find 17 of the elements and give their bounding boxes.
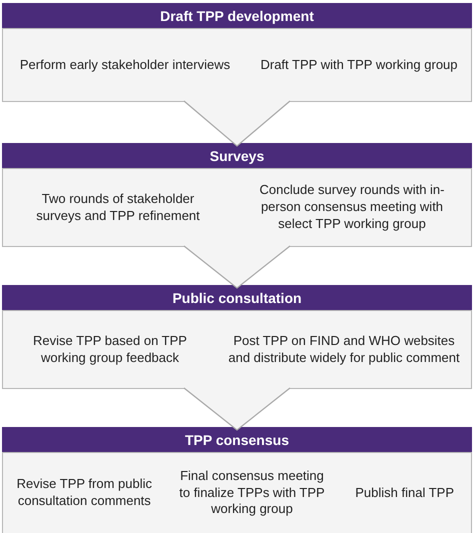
- stage-header-bar: Draft TPP development: [2, 3, 472, 28]
- stage-header-bar: TPP consensus: [2, 427, 472, 452]
- step-text: Conclude survey rounds with in-person consensus meeting with select TPP working group: [258, 182, 446, 233]
- step-text: Final consensus meeting to finalize TPPs with TPP working group: [178, 468, 326, 518]
- step-text: Revise TPP from public consultation comments: [16, 476, 153, 510]
- stage-panel: [2, 310, 472, 389]
- step-text: Perform early stakeholder interviews: [18, 56, 232, 74]
- stage-panel: [2, 28, 472, 102]
- stage-header-bar: Public consultation: [2, 285, 472, 310]
- step-text: Publish final TPP: [354, 484, 456, 502]
- step-text: Draft TPP with TPP working group: [259, 56, 459, 74]
- stage-panel: [2, 452, 472, 533]
- step-text: Revise TPP based on TPP working group feedback: [32, 332, 188, 366]
- stage-header-bar: Surveys: [2, 143, 472, 168]
- step-text: Post TPP on FIND and WHO websites and distribute widely for public comment: [227, 332, 461, 366]
- step-text: Two rounds of stakeholder surveys and TPP refinement: [35, 190, 201, 224]
- stage-panel: [2, 168, 472, 247]
